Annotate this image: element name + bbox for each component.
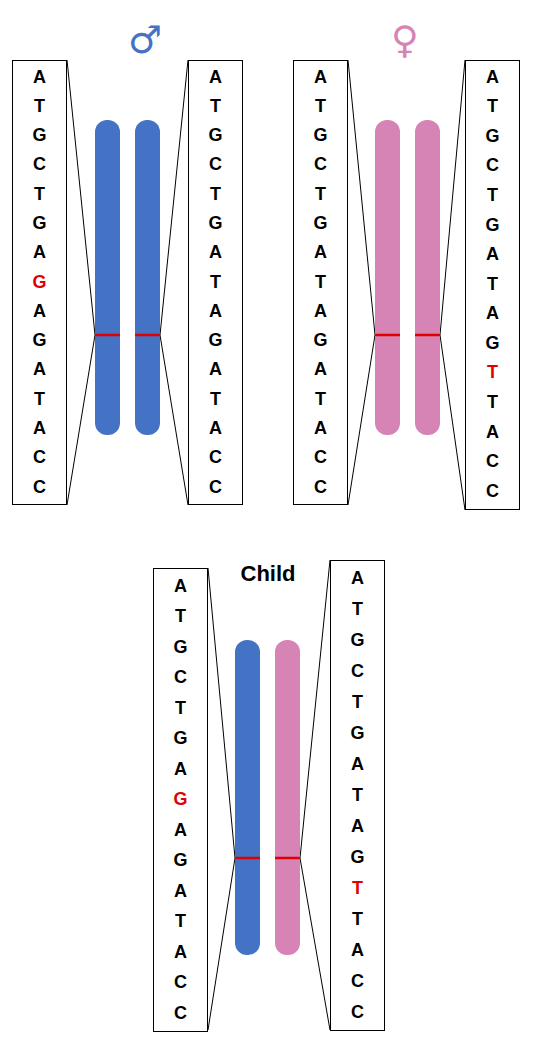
male-symbol: ♂ <box>128 18 162 62</box>
dna-sequence: A T G C T G A T A G A T A C C <box>207 63 225 502</box>
female-symbol: ♀ <box>391 18 419 62</box>
mutation-base: G <box>31 268 49 297</box>
sequence-box: A T G C T G A T A G A T A C C <box>188 60 243 505</box>
gene-bands <box>95 335 440 858</box>
sequence-box: A T G C T G AGA G A T A C C <box>153 568 208 1032</box>
child-heading: Child <box>241 561 296 587</box>
sequence-box: A T G C T G A T A GTT A C C <box>330 560 385 1031</box>
sequence-box: A T G C T G A T A GTT A C C <box>465 60 520 510</box>
dna-sequence: A T G C T G A <box>31 63 49 268</box>
mutation-base: T <box>484 358 502 388</box>
dna-sequence: A T G C T G A T A G <box>484 63 502 359</box>
zoom-lines <box>67 60 465 1030</box>
dna-sequence: A T G C T G A T A G <box>349 563 367 873</box>
dna-sequence: A T G C T G A <box>172 571 190 785</box>
dna-sequence: T A C C <box>484 388 502 506</box>
mutation-base: T <box>349 873 367 904</box>
dna-sequence: A G A T A C C <box>172 815 190 1029</box>
mutation-base: G <box>172 784 190 815</box>
dna-sequence: A T G C T G A T A G A T A C C <box>312 63 330 502</box>
dna-sequence: A G A T A C C <box>31 297 49 502</box>
sequence-box: A T G C T G AGA G A T A C C <box>12 60 67 505</box>
sequence-box: A T G C T G A T A G A T A C C <box>293 60 348 505</box>
chromosomes <box>95 120 440 955</box>
dna-sequence: T A C C <box>349 904 367 1028</box>
